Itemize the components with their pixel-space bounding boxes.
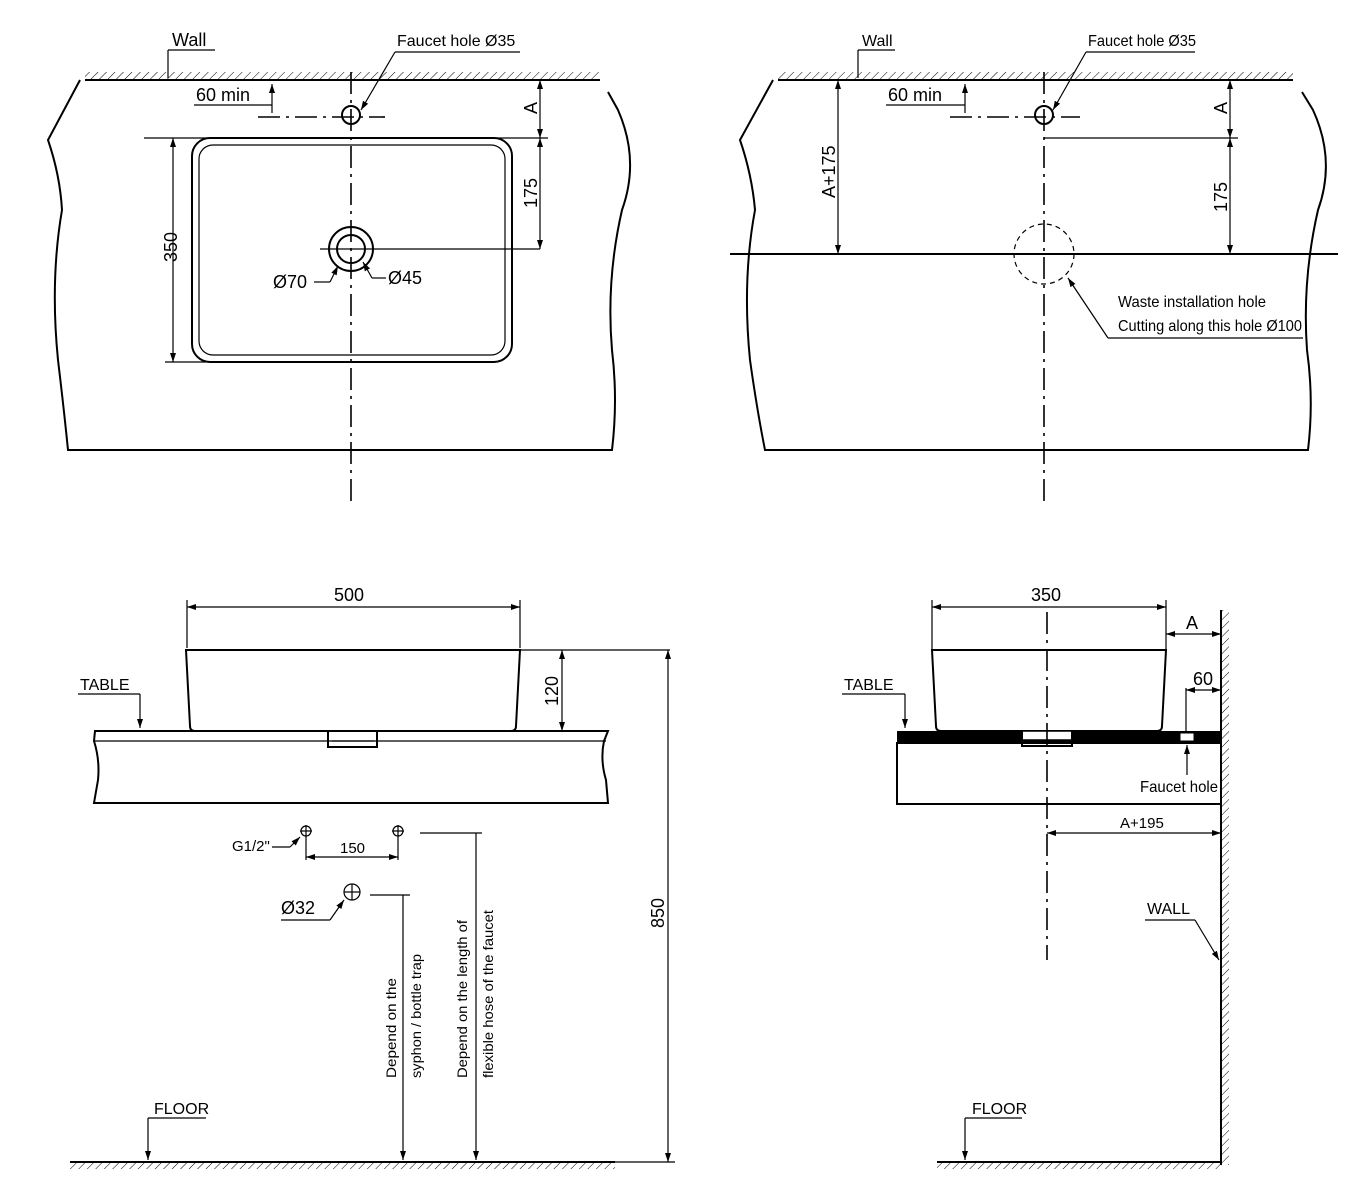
wall-hatch — [778, 72, 1293, 80]
table-slab — [896, 742, 1222, 805]
top-right-cutout-view: Faucet hole Ø35 Wall 60 min A+175 A 175 … — [730, 33, 1338, 505]
bottom-left-front-elevation: 500 120 TABLE 150 G1/2" Ø32 — [70, 585, 675, 1169]
floor-label: FLOOR — [154, 1101, 209, 1118]
dim-350-label: 350 — [1031, 585, 1061, 605]
dim-a-label: A — [1186, 613, 1198, 633]
waste-hole-circle — [1013, 223, 1075, 285]
drain-outlet — [1021, 731, 1073, 747]
table-label: TABLE — [844, 677, 894, 694]
wall-hatch — [1221, 610, 1229, 1165]
dim-a175-label: A+175 — [819, 145, 839, 198]
floor-hatch — [937, 1162, 1221, 1169]
top-left-plan-view: Faucet hole Ø35 Wall 60 min A 175 350 Ø7… — [46, 30, 632, 505]
faucet-hole-circle — [1034, 105, 1054, 125]
hose-label-1: Depend on the length of — [454, 920, 470, 1078]
dim-a-label: A — [1211, 102, 1231, 114]
countertop-outline — [46, 79, 632, 451]
wall-label: WALL — [1147, 901, 1190, 918]
d70-label: Ø70 — [273, 272, 307, 292]
dim-60-label: 60 — [1193, 669, 1213, 689]
waste-hole-label-1: Waste installation hole — [1118, 294, 1266, 311]
wall-hatch — [85, 72, 600, 80]
d45-label: Ø45 — [388, 268, 422, 288]
faucet-hole-label: Faucet hole — [1140, 779, 1218, 796]
floor-hatch — [70, 1162, 615, 1169]
bottom-right-side-elevation: 350 A TABLE 60 Faucet hole A+195 WALL — [842, 585, 1229, 1169]
g12-label: G1/2" — [232, 838, 270, 855]
basin-elevation — [930, 649, 1168, 732]
dim-120-label: 120 — [542, 676, 562, 706]
dim-850-label: 850 — [648, 898, 668, 928]
dim-150-label: 150 — [340, 840, 365, 857]
faucet-hole-label: Faucet hole Ø35 — [1088, 33, 1196, 50]
waste-hole-label-2: Cutting along this hole Ø100 — [1118, 318, 1302, 335]
dim-175-label: 175 — [1211, 182, 1231, 212]
drain-outlet — [327, 731, 378, 748]
basin-elevation — [184, 649, 522, 732]
dim-a-label: A — [521, 102, 541, 114]
syphon-label-2: syphon / bottle trap — [408, 954, 424, 1078]
table-slab — [92, 730, 610, 804]
faucet-hole-circle — [341, 105, 361, 125]
countertop-outline — [738, 79, 1327, 451]
min-60-label: 60 min — [196, 85, 250, 105]
basin-inner — [198, 144, 506, 356]
wall-label: Wall — [172, 30, 206, 50]
syphon-label-1: Depend on the — [383, 978, 399, 1078]
floor-label: FLOOR — [972, 1101, 1027, 1118]
dim-a195-label: A+195 — [1120, 815, 1164, 832]
dim-500-label: 500 — [334, 585, 364, 605]
min-60-label: 60 min — [888, 85, 942, 105]
hose-label-2: flexible hose of the faucet — [480, 910, 496, 1078]
d32-label: Ø32 — [281, 898, 315, 918]
table-label: TABLE — [80, 677, 130, 694]
faucet-hole-label: Faucet hole Ø35 — [397, 33, 515, 50]
dim-350-label: 350 — [161, 232, 181, 262]
wall-label: Wall — [862, 33, 893, 50]
basin-outer — [191, 137, 513, 363]
dim-175-label: 175 — [521, 178, 541, 208]
